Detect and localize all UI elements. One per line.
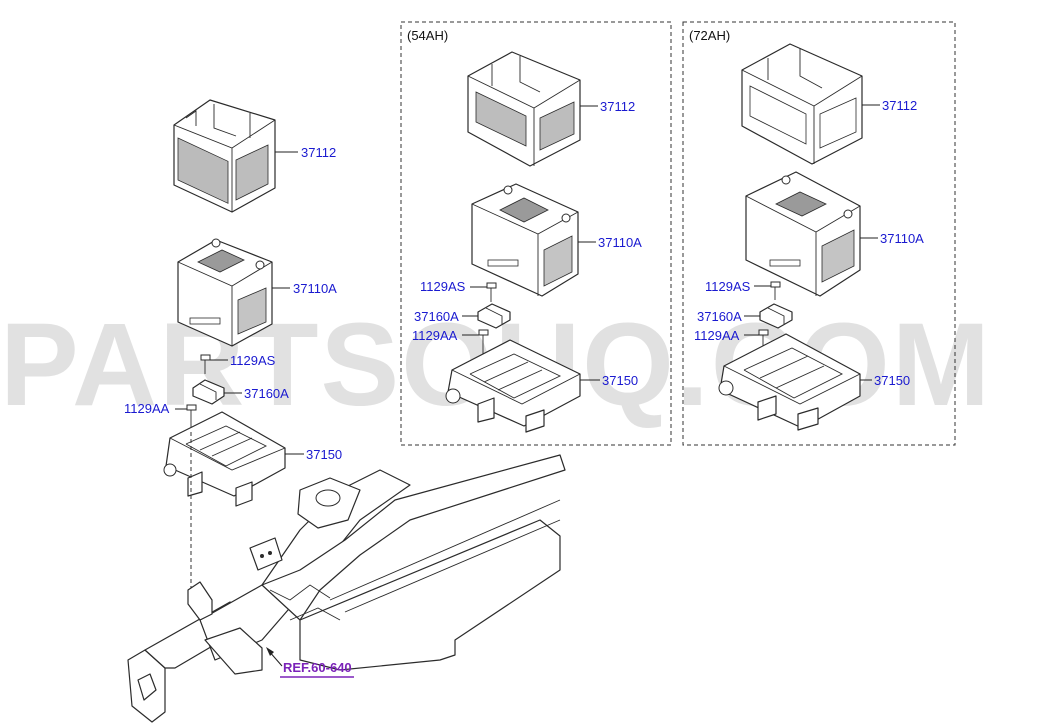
g54-battery[interactable] [471,183,579,297]
g54-1129as-callout[interactable]: 1129AS [420,279,466,294]
variant-72ah-frame [682,21,956,446]
variant-54ah-frame [400,21,672,446]
g72-1129aa-callout[interactable]: 1129AA [694,328,740,343]
left-tray-cover[interactable] [173,99,276,213]
left-37112-callout[interactable]: 37112 [301,145,336,160]
left-37160a-callout[interactable]: 37160A [244,386,289,401]
left-battery-tray[interactable] [163,411,286,507]
g54-37150-callout[interactable]: 37150 [602,373,638,388]
variant-54ah-label: (54AH) [407,28,448,43]
left-bolt-1129as[interactable] [200,354,211,374]
g54-tray-cover[interactable] [467,51,581,167]
left-1129aa-callout[interactable]: 1129AA [124,401,170,416]
g72-37150-callout[interactable]: 37150 [874,373,910,388]
left-bolt-1129aa[interactable] [186,404,197,430]
left-37150-callout[interactable]: 37150 [306,447,342,462]
g72-37110a-callout[interactable]: 37110A [880,231,924,246]
g72-37112-callout[interactable]: 37112 [882,98,917,113]
ref-60-640-callout[interactable]: REF.60-640 [283,660,352,675]
g54-1129aa-callout[interactable]: 1129AA [412,328,458,343]
body-side-member[interactable] [127,454,566,723]
variant-72ah-label: (72AH) [689,28,730,43]
g54-bolt-1129as[interactable] [486,282,497,302]
g72-bolt-1129as[interactable] [770,281,781,300]
g72-37160a-callout[interactable]: 37160A [697,309,742,324]
g72-1129as-callout[interactable]: 1129AS [705,279,751,294]
g72-battery-tray[interactable] [718,333,861,431]
left-37110a-callout[interactable]: 37110A [293,281,337,296]
g72-battery[interactable] [745,171,861,297]
g54-battery-tray[interactable] [445,339,581,433]
g54-bolt-1129aa[interactable] [478,329,489,356]
g54-37160a-callout[interactable]: 37160A [414,309,459,324]
g72-tray-cover[interactable] [741,43,863,165]
g72-clamp-37160a[interactable] [759,303,793,329]
left-battery[interactable] [177,238,273,347]
left-1129as-callout[interactable]: 1129AS [230,353,276,368]
left-clamp-37160a[interactable] [192,379,225,405]
g54-clamp-37160a[interactable] [477,303,511,329]
g54-37110a-callout[interactable]: 37110A [598,235,642,250]
g54-37112-callout[interactable]: 37112 [600,99,635,114]
